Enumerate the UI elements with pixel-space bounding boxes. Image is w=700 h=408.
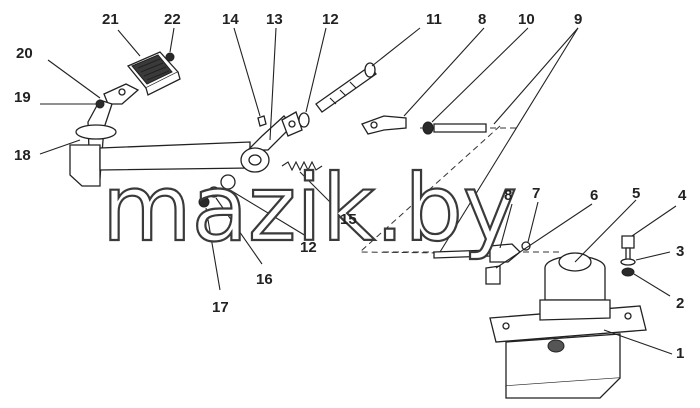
nut-10 xyxy=(422,121,434,135)
callout-5: 5 xyxy=(632,185,640,202)
rod-11 xyxy=(315,65,377,113)
callout-18: 18 xyxy=(14,147,31,164)
callout-16: 16 xyxy=(256,271,273,288)
callout-15: 15 xyxy=(340,211,357,228)
washer-7 xyxy=(521,241,531,251)
callout-1: 1 xyxy=(676,345,684,362)
bolt-4 xyxy=(621,235,635,249)
callout-12-top: 12 xyxy=(322,11,339,28)
dashed-guide-upper xyxy=(358,125,501,254)
callout-8-lower: 8 xyxy=(504,187,512,204)
washer-12-lower xyxy=(220,174,236,190)
callout-14: 14 xyxy=(222,11,239,28)
callout-labels: 21 22 14 13 12 11 8 10 9 20 19 18 15 12 … xyxy=(14,11,687,362)
nut-17 xyxy=(198,196,210,208)
pedal-arm-boss xyxy=(75,124,117,140)
bracket-hole xyxy=(118,88,126,96)
callout-2: 2 xyxy=(676,295,684,312)
pedal-pad xyxy=(126,51,181,96)
callout-3: 3 xyxy=(676,243,684,260)
callout-13: 13 xyxy=(266,11,283,28)
callout-12-lower: 12 xyxy=(300,239,317,256)
bolt-19 xyxy=(95,99,105,109)
callout-6: 6 xyxy=(590,187,598,204)
callout-11: 11 xyxy=(426,11,442,28)
bushing-12 xyxy=(298,112,310,128)
nut-2 xyxy=(621,267,635,277)
pin-14 xyxy=(257,115,267,127)
washer-16 xyxy=(208,186,220,198)
pedal-base xyxy=(69,144,101,187)
brake-valve-1 xyxy=(489,252,647,399)
rod-9-upper xyxy=(433,123,487,133)
callout-22: 22 xyxy=(164,11,181,28)
fork-8-upper xyxy=(361,115,407,135)
callout-4: 4 xyxy=(678,187,687,204)
watermark: mazik.by xyxy=(102,155,517,262)
callout-20: 20 xyxy=(16,45,33,62)
callout-9: 9 xyxy=(574,11,582,28)
callout-17: 17 xyxy=(212,299,229,316)
clevis-pin-6 xyxy=(485,265,501,285)
callout-10: 10 xyxy=(518,11,535,28)
callout-21: 21 xyxy=(102,11,119,28)
washer-3 xyxy=(620,258,636,266)
leader-lines xyxy=(39,27,677,355)
spring-15 xyxy=(281,160,323,172)
rod-11-end xyxy=(364,62,376,78)
callout-8-top: 8 xyxy=(478,11,486,28)
nut-22 xyxy=(165,52,175,62)
callout-7: 7 xyxy=(532,185,540,202)
callout-19: 19 xyxy=(14,89,31,106)
